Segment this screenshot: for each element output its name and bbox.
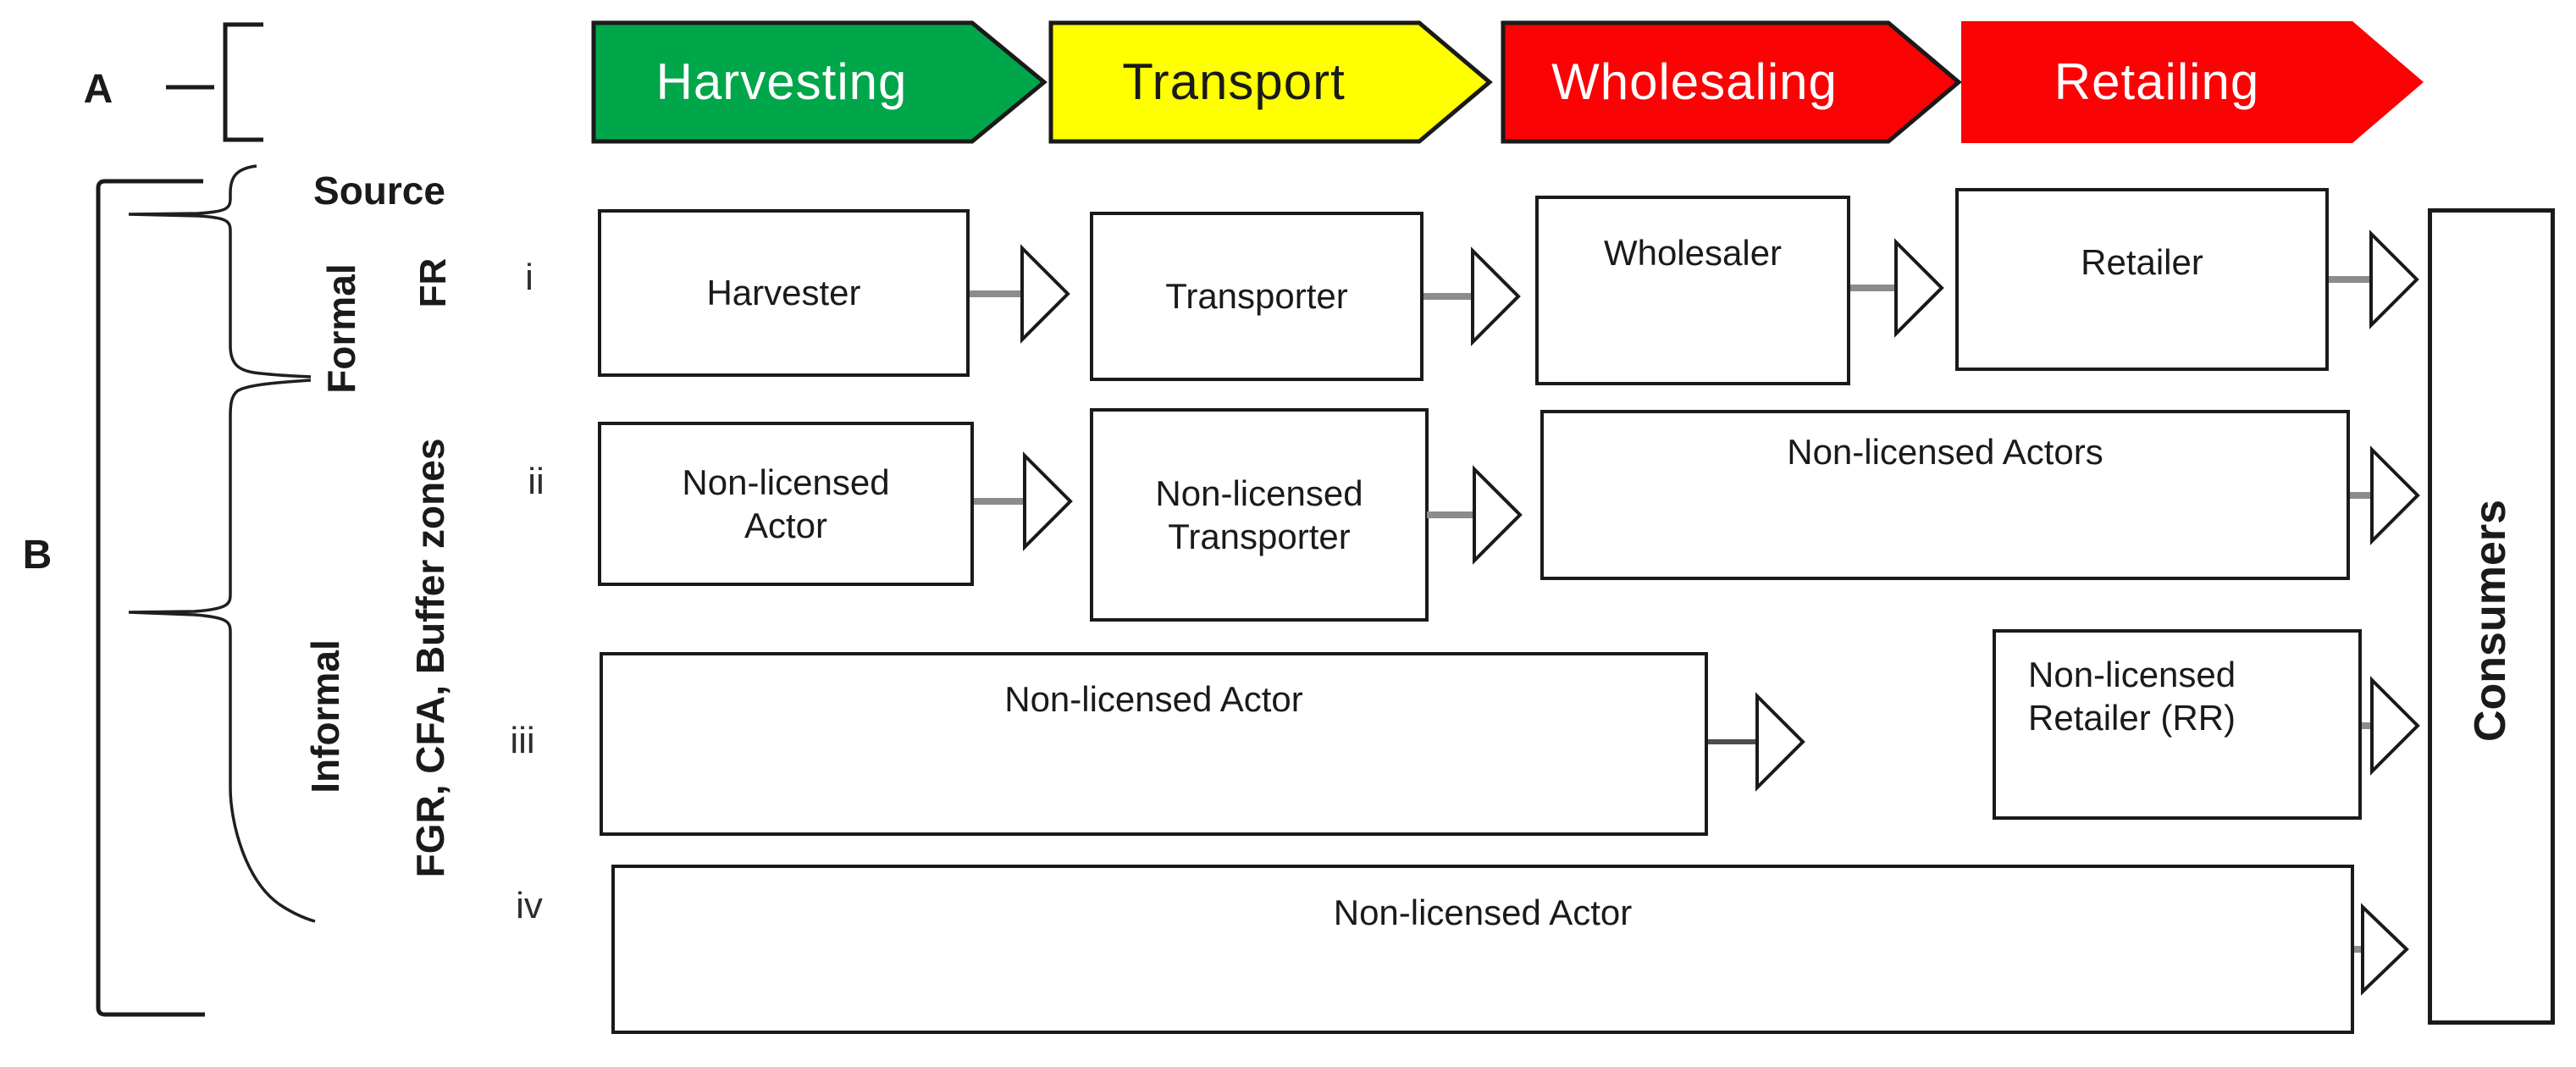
informal-brace-icon (128, 379, 316, 923)
stage-label-harvesting: Harvesting (655, 53, 908, 110)
actor-box-nonlicensed-actors: Non-licensed Actors (1540, 410, 2350, 580)
flow-arrow-icon (2350, 445, 2420, 545)
stage-label-retailing: Retailing (2054, 53, 2260, 110)
stage-arrow-retailing (1961, 21, 2424, 143)
actor-box-label: Transporter (1165, 276, 1348, 317)
actor-box-label: Non-licensed Actor (682, 462, 890, 545)
stage-label-transport: Transport (1122, 53, 1346, 110)
actor-box-label: Wholesaler (1603, 233, 1783, 273)
actor-box-nonlicensed-transporter: Non-licensed Transporter (1090, 408, 1429, 622)
row-numeral-i: i (525, 257, 533, 298)
stage-arrow-harvesting (591, 20, 1048, 144)
flow-arrow-icon (970, 244, 1070, 344)
flow-arrow-icon (1708, 692, 1805, 792)
actor-box-label: Non-licensed Transporter (1155, 473, 1363, 556)
source-label: Source (313, 169, 445, 213)
actor-box-harvester: Harvester (598, 209, 970, 377)
flow-arrow-icon (2362, 676, 2420, 776)
flow-arrow-icon (1850, 238, 1944, 338)
stage-arrow-wholesaling (1501, 20, 1962, 144)
actor-box-transporter: Transporter (1090, 212, 1423, 381)
b-bracket-icon (96, 179, 205, 1017)
panel-a-label: A (83, 67, 113, 112)
actor-box-label: Non-licensed Actors (1787, 432, 2103, 472)
flow-arrow-icon (2329, 229, 2419, 329)
actor-box-nonlicensed-retailer: Non-licensed Retailer (RR) (1993, 629, 2362, 820)
row-numeral-ii: ii (528, 461, 544, 502)
flow-arrow-icon (1423, 246, 1521, 346)
flow-arrow-icon (2354, 903, 2409, 996)
stage-label-wholesaling: Wholesaling (1551, 53, 1838, 110)
flow-arrow-icon (974, 451, 1073, 551)
actor-box-wholesaler: Wholesaler (1535, 196, 1850, 385)
actor-box-nonlicensed-actor-iii: Non-licensed Actor (600, 652, 1708, 836)
stage-arrow-transport (1048, 20, 1493, 144)
row-numeral-iii: iii (510, 720, 535, 761)
panel-b-label: B (22, 533, 53, 578)
brackets-and-braces (96, 22, 316, 1017)
actor-box-label: Non-licensed Actor (1004, 679, 1303, 719)
a-bracket-icon (223, 22, 263, 142)
informal-systems-label: FGR, CFA, Buffer zones (408, 438, 452, 878)
actor-box-nonlicensed-actor-ii: Non-licensed Actor (598, 422, 974, 586)
formal-brace-icon (128, 164, 312, 379)
actor-box-label: Retailer (2081, 242, 2203, 282)
formal-label: Formal (319, 263, 363, 394)
actor-box-nonlicensed-actor-iv: Non-licensed Actor (611, 865, 2354, 1034)
informal-label: Informal (303, 639, 347, 793)
actor-box-retailer: Retailer (1955, 188, 2329, 371)
actor-box-label: Non-licensed Actor (1333, 893, 1633, 932)
actor-box-label: Harvester (706, 273, 861, 313)
row-numeral-iv: iv (516, 885, 543, 926)
flow-arrow-icon (1427, 465, 1523, 565)
formal-systems-label: FR (412, 257, 454, 308)
actor-box-label: Non-licensed Retailer (RR) (2028, 655, 2236, 738)
consumers-box: Consumers (2428, 208, 2555, 1025)
consumers-label: Consumers (2466, 499, 2516, 743)
